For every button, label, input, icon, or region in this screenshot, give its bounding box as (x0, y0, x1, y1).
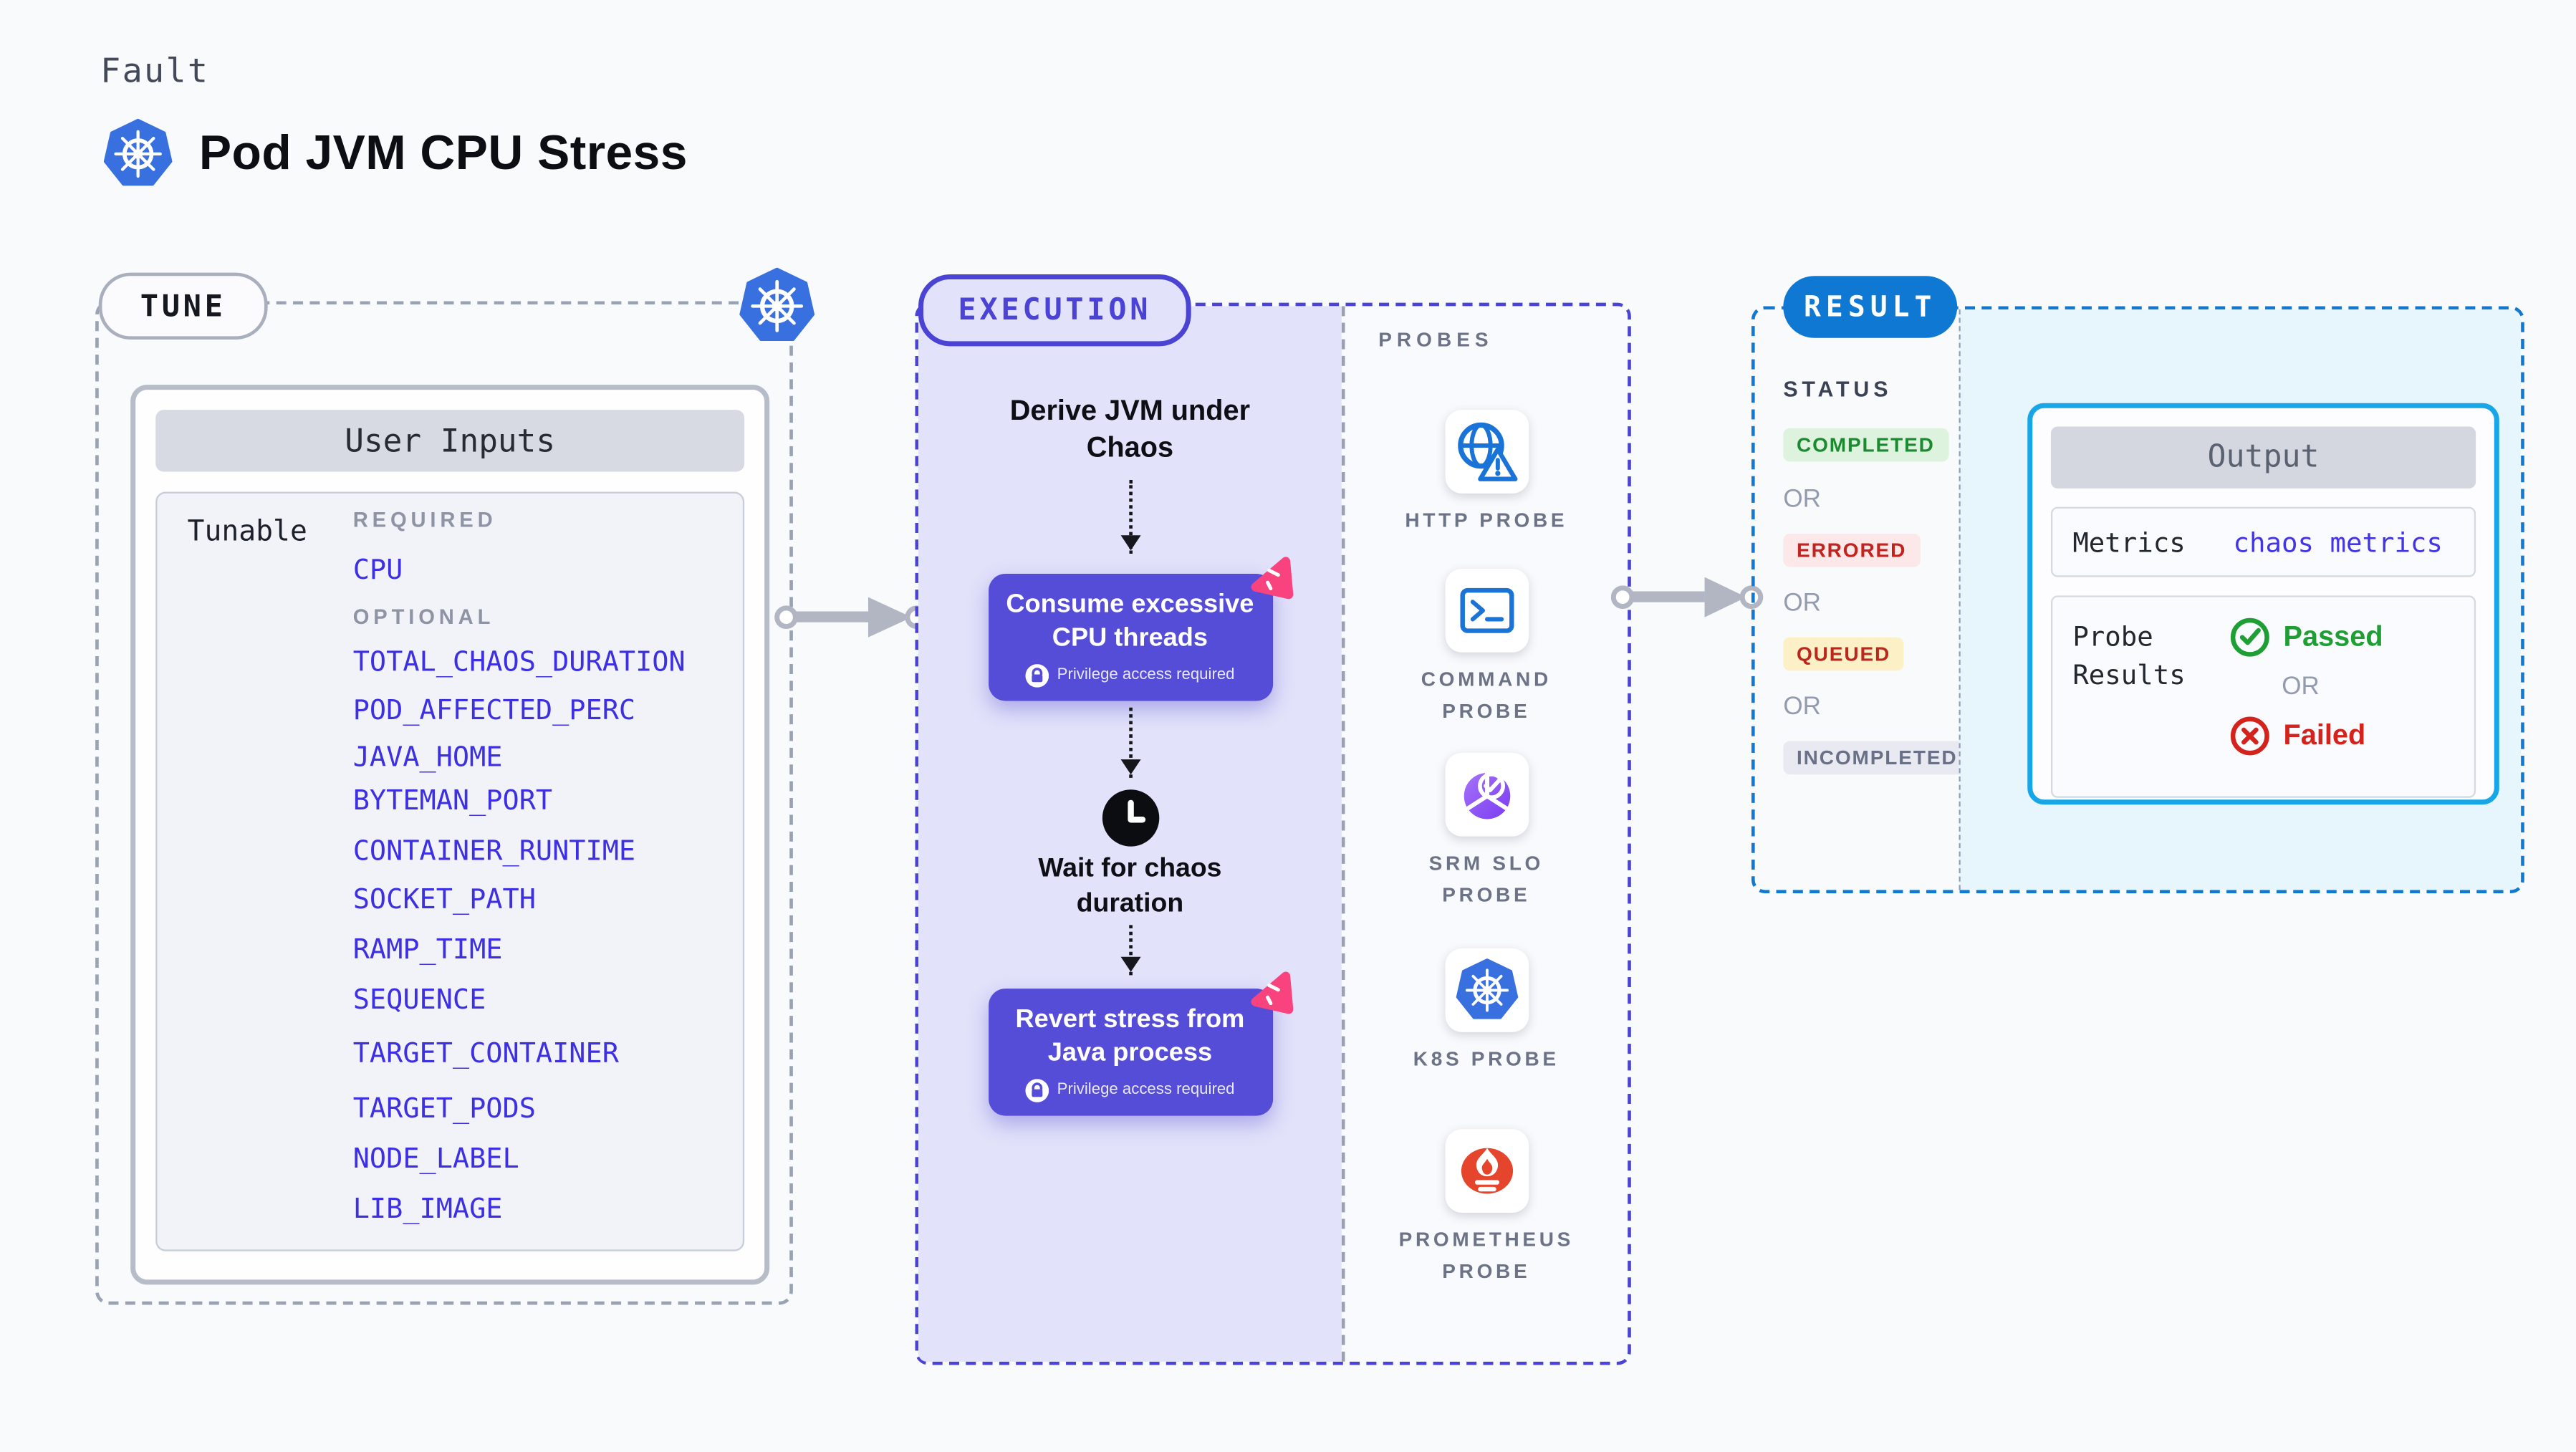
env-var: TARGET_CONTAINER (352, 1037, 619, 1069)
env-var: LIB_IMAGE (352, 1192, 503, 1225)
probe-results-row: Probe Results Passed OR (2050, 595, 2476, 798)
probe-http: HTTP PROBE (1345, 410, 1628, 537)
or-label: OR (2282, 672, 2320, 701)
output-title: Output (2050, 426, 2476, 489)
page-title: Pod JVM CPU Stress (198, 126, 688, 181)
step-wait: Wait for chaos duration (1038, 855, 1222, 918)
output-card: Output Metrics chaos metrics Probe Resul… (2027, 403, 2499, 805)
env-var: TARGET_PODS (352, 1092, 536, 1125)
status-badge-incompleted: INCOMPLETED (1783, 741, 1971, 775)
or-label: OR (1783, 485, 1821, 514)
failed-label: Failed (2283, 719, 2366, 751)
execution-section: EXECUTION Derive JVM under Chaos Consume… (915, 274, 1631, 1365)
lock-icon (1025, 1078, 1049, 1102)
terminal-icon (1459, 587, 1514, 633)
probe-command: COMMAND PROBE (1345, 568, 1628, 726)
flow-connector (1120, 480, 1140, 554)
or-label: OR (1783, 588, 1821, 617)
env-var: RAMP_TIME (352, 933, 503, 966)
passed-label: Passed (2283, 620, 2383, 653)
status-column: STATUS COMPLETED OR ERRORED OR QUEUED OR… (1755, 309, 1971, 890)
tunable-label: Tunable (187, 515, 307, 549)
execution-badge: EXECUTION (918, 274, 1191, 347)
user-inputs-panel: User Inputs Tunable REQUIRED CPU OPTIONA… (130, 385, 770, 1285)
page-header: Pod JVM CPU Stress (104, 119, 688, 189)
env-var: NODE_LABEL (352, 1142, 519, 1175)
globe-alert-icon (1457, 422, 1517, 481)
env-var: TOTAL_CHAOS_DURATION (352, 645, 686, 678)
consume-cpu-card: Consume excessive CPU threads Privilege … (987, 557, 1293, 701)
kubernetes-icon (1454, 958, 1518, 1022)
status-badge-completed: COMPLETED (1783, 428, 1948, 462)
flow-arrow (774, 597, 929, 638)
kubernetes-icon (104, 119, 173, 189)
tune-badge: TUNE (98, 272, 268, 340)
probe-results-label: Probe Results (2072, 620, 2186, 691)
flow-arrow (1610, 577, 1764, 617)
privilege-note: Privilege access required (1057, 1080, 1235, 1100)
probe-k8s: K8S PROBE (1345, 948, 1628, 1075)
revert-stress-card: Revert stress from Java process Privileg… (987, 971, 1293, 1115)
lock-icon (1025, 663, 1049, 687)
flow-connector (1120, 925, 1140, 976)
metrics-value: chaos metrics (2233, 526, 2443, 558)
chaos-icon (1250, 971, 1293, 1014)
probes-heading: PROBES (1378, 327, 1494, 352)
fault-kicker: Fault (100, 50, 210, 91)
probes-panel: PROBES HTTP PROBE (1341, 306, 1628, 1362)
status-heading: STATUS (1783, 376, 1893, 402)
result-output-area: Output Metrics chaos metrics Probe Resul… (1959, 309, 2522, 890)
flow-connector (1120, 707, 1140, 778)
env-var: POD_AFFECTED_PERC (352, 694, 636, 726)
check-circle-icon (2230, 617, 2269, 657)
x-circle-icon (2230, 716, 2269, 756)
execution-flow: Derive JVM under Chaos Consume excessive… (918, 306, 1342, 1362)
metrics-row: Metrics chaos metrics (2050, 506, 2476, 577)
slo-gauge-icon (1463, 769, 1510, 819)
or-label: OR (1783, 692, 1821, 721)
result-section: RESULT STATUS COMPLETED OR ERRORED OR QU… (1751, 276, 2524, 893)
clock-icon (1101, 789, 1159, 847)
result-badge: RESULT (1783, 276, 1958, 338)
step-consume: Consume excessive CPU threads (1006, 590, 1254, 653)
tune-section: TUNE User Inputs Tunable REQUIRED CPU OP… (95, 301, 793, 1305)
chaos-icon (1250, 557, 1293, 600)
env-var: JAVA_HOME (352, 741, 503, 773)
env-var: CPU (352, 553, 403, 586)
env-var: BYTEMAN_PORT (352, 784, 553, 817)
metrics-label: Metrics (2072, 526, 2186, 558)
step-derive: Derive JVM under Chaos (1009, 395, 1251, 464)
step-revert: Revert stress from Java process (1015, 1005, 1245, 1067)
prometheus-icon (1460, 1148, 1512, 1194)
user-inputs-title: User Inputs (155, 410, 745, 472)
optional-heading: OPTIONAL (352, 605, 495, 630)
kubernetes-icon (739, 268, 814, 345)
probe-prometheus: PROMETHEUS PROBE (1345, 1129, 1628, 1287)
user-inputs-list: Tunable REQUIRED CPU OPTIONAL TOTAL_CHAO… (155, 491, 745, 1251)
status-badge-queued: QUEUED (1783, 637, 1904, 671)
probe-results-values: Passed OR Failed (2230, 617, 2383, 777)
env-var: SOCKET_PATH (352, 883, 536, 915)
probe-srm-slo: SRM SLO PROBE (1345, 752, 1628, 910)
required-heading: REQUIRED (352, 508, 497, 532)
privilege-note: Privilege access required (1057, 665, 1235, 685)
env-var: CONTAINER_RUNTIME (352, 835, 636, 867)
status-badge-errored: ERRORED (1783, 533, 1920, 567)
env-var: SEQUENCE (352, 984, 486, 1016)
